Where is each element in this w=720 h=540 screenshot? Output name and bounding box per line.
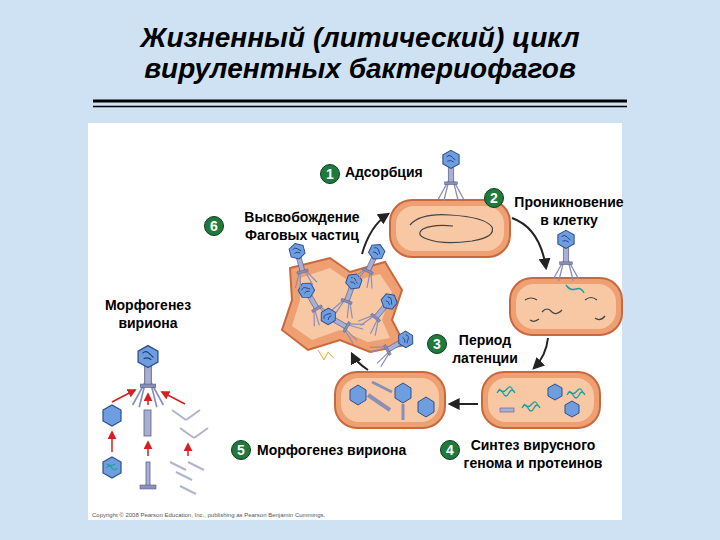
step-node: 6Высвобождение Фаговых частиц [204, 216, 224, 236]
step-label: Синтез вирусного генома и протеинов [458, 436, 608, 472]
step-node: 3Период латенции [427, 334, 447, 354]
step-label: Проникновение в клетку [510, 193, 628, 229]
step-node: 4Синтез вирусного генома и протеинов [440, 440, 460, 460]
section-label: Морфогенез вириона [98, 296, 198, 332]
step-label: Морфогенез вириона [257, 441, 437, 459]
callout-number: 3 [427, 334, 447, 354]
callout-number: 5 [231, 440, 251, 460]
copyright-note: Copyright © 2008 Pearson Education, Inc.… [92, 511, 392, 519]
callout-number: 2 [484, 188, 504, 208]
callout-number: 1 [320, 164, 340, 184]
step-label: Период латенции [450, 331, 520, 367]
diagram-title: Жизненный (литический) цикл вирулентных … [110, 22, 610, 84]
step-node: 1Адсорбция [320, 164, 340, 184]
step-label: Адсорбция [345, 163, 465, 181]
step-node: 2Проникновение в клетку [484, 188, 504, 208]
callout-number: 4 [440, 440, 460, 460]
step-node: 5Морфогенез вириона [231, 440, 251, 460]
step-label: Высвобождение Фаговых частиц [232, 208, 372, 244]
callout-number: 6 [204, 216, 224, 236]
